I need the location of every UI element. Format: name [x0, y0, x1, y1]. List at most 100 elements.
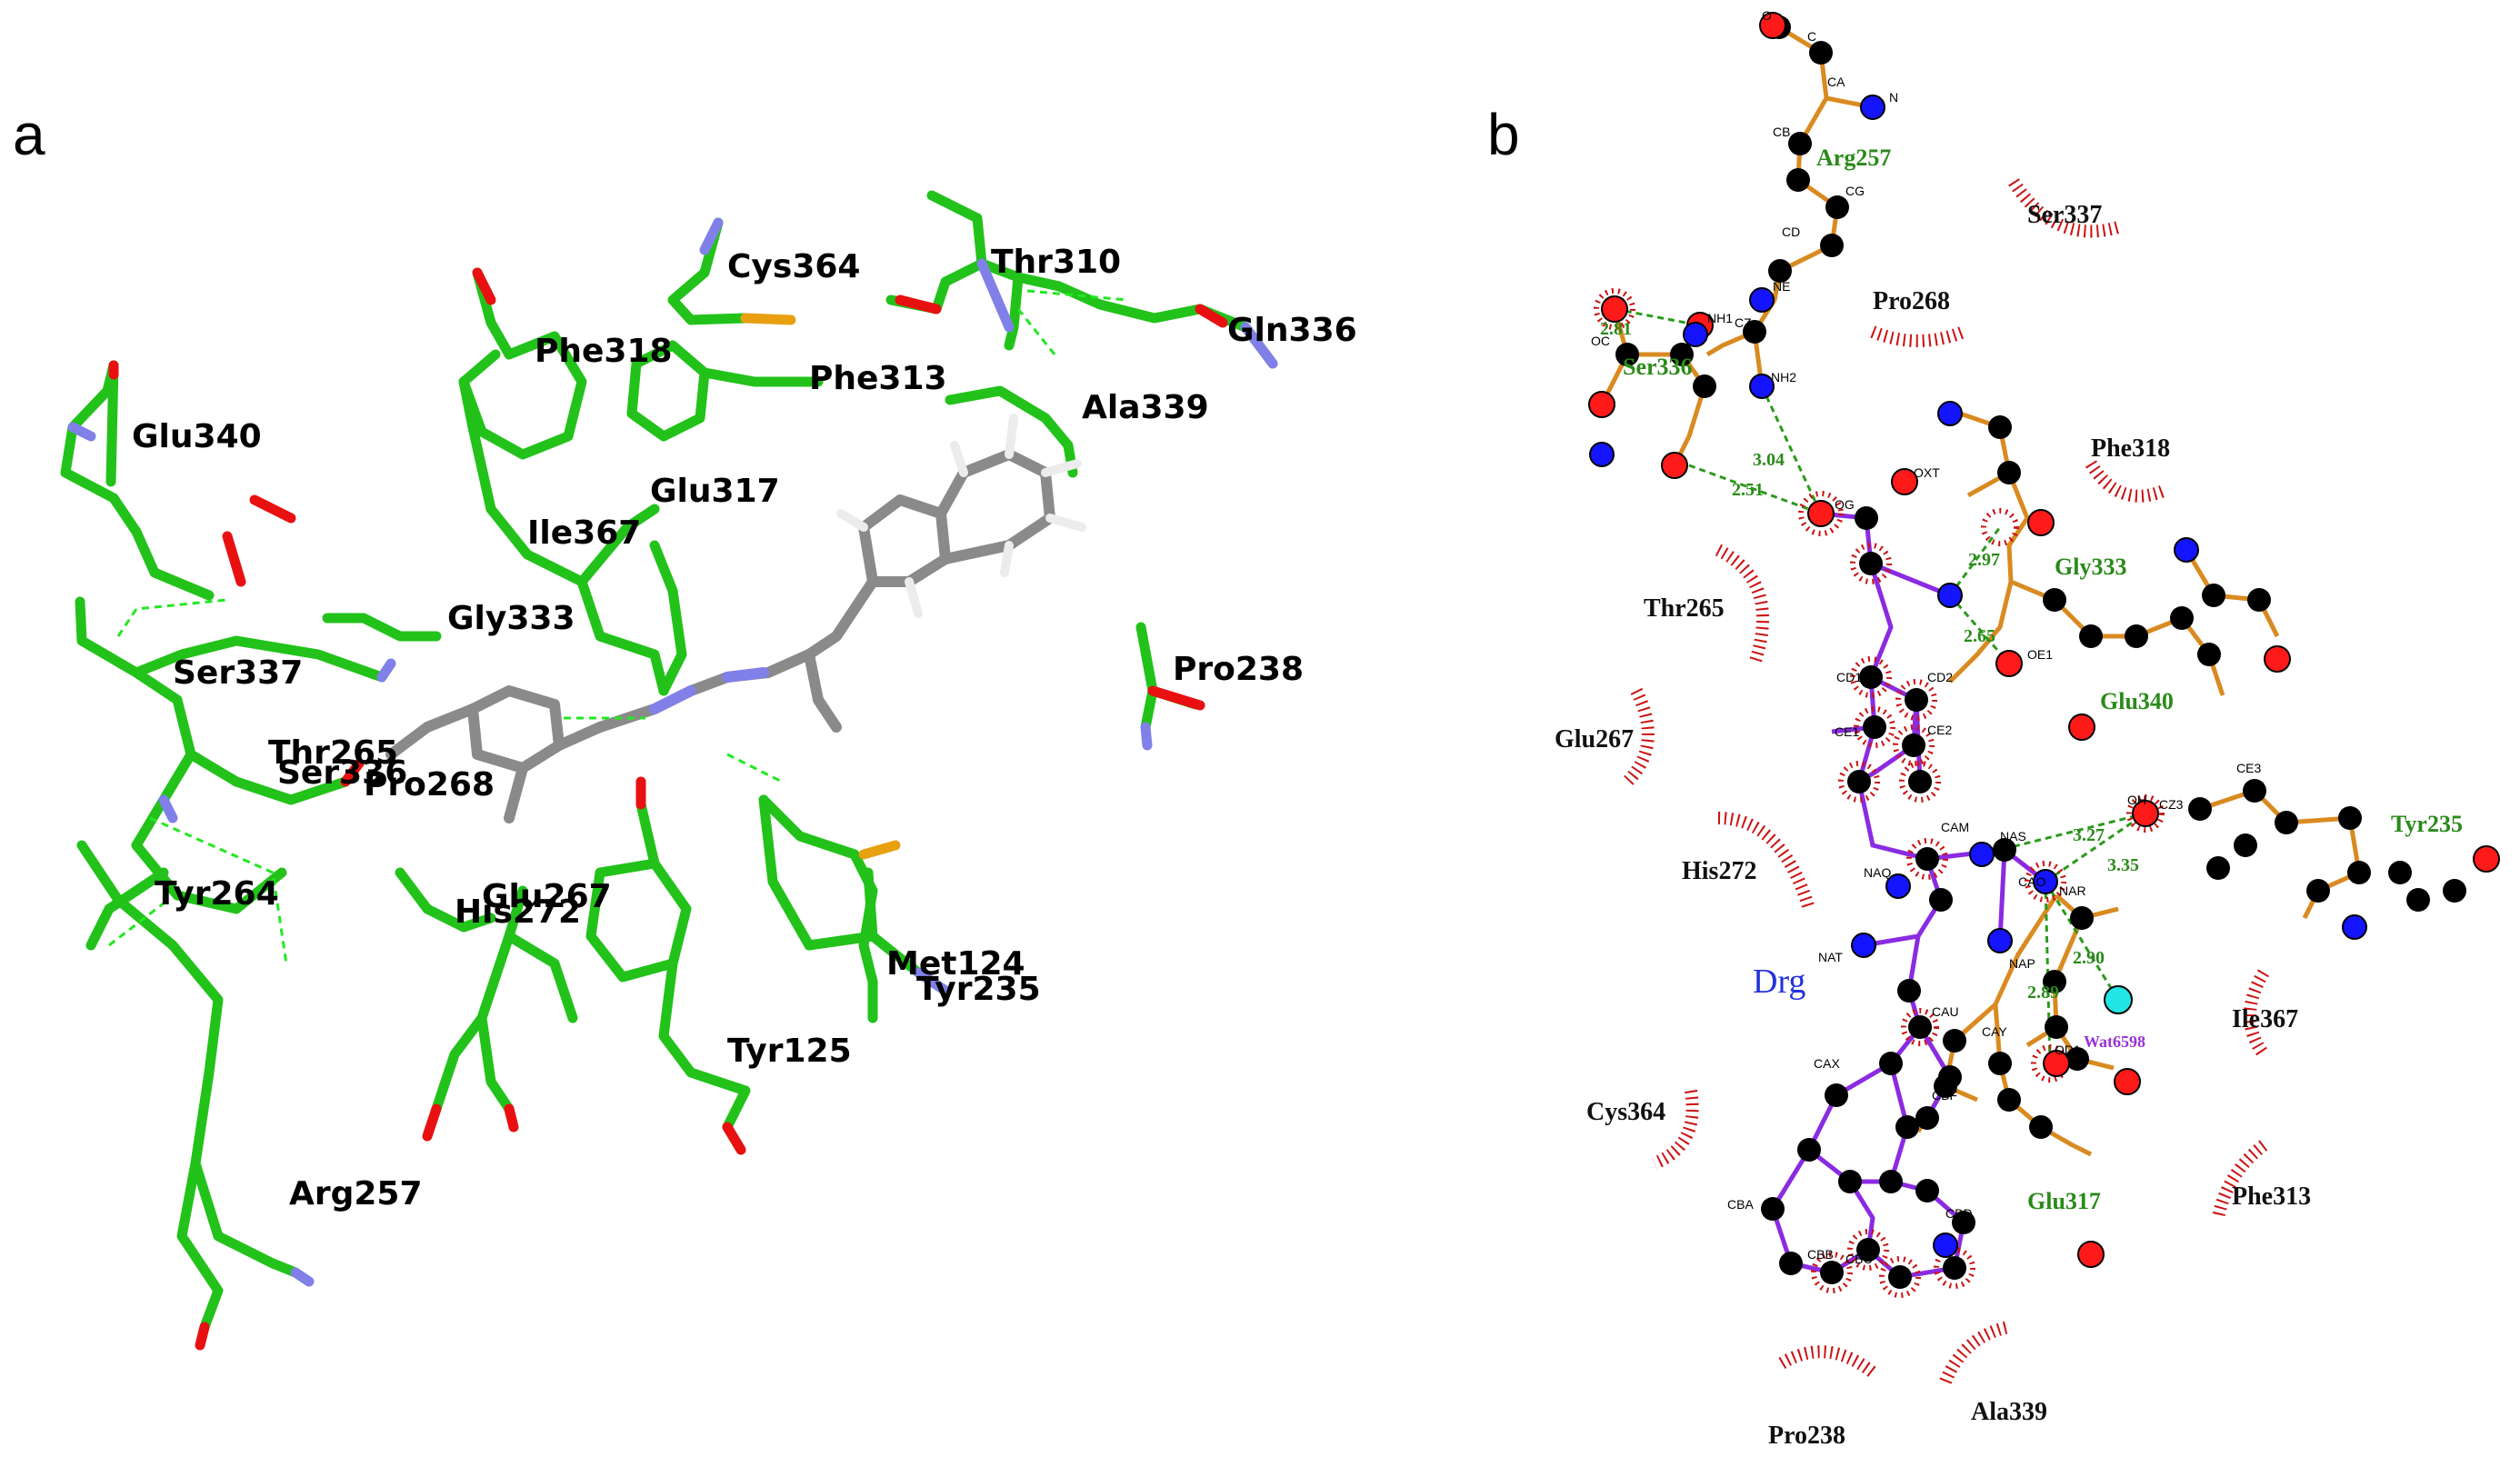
label-a-pro238: Pro238: [1173, 651, 1304, 688]
label-a-pro268: Pro268: [364, 766, 495, 803]
ligand-nitrogen-a: [649, 667, 769, 714]
dist-2-65: 2.65: [1964, 626, 1995, 646]
label-a-his272: His272: [455, 893, 581, 931]
label-b-phe313: Phe313: [2232, 1183, 2311, 1211]
label-a-ser336: Ser336: [277, 754, 407, 792]
panel-a-letter: a: [13, 102, 45, 167]
atom-label-cbc: CBC: [1845, 1252, 1873, 1266]
atom-label-ce2: CE2: [1927, 723, 1952, 737]
dist-2-81: 2.81: [1600, 319, 1632, 339]
label-a-glu267: Glu267: [482, 878, 612, 915]
label-b-his272: His272: [1682, 857, 1756, 885]
atom-label-od1: OD1: [2055, 1043, 2081, 1057]
label-a-ser337: Ser337: [173, 654, 303, 692]
label-b-ile367: Ile367: [2232, 1005, 2298, 1033]
atom-label-cba: CBA: [1727, 1197, 1754, 1212]
atom-label-cbf: CBF: [1932, 1088, 1957, 1103]
label-a-cys364: Cys364: [727, 248, 860, 285]
label-a-arg257: Arg257: [289, 1175, 423, 1213]
hydrophobic-arcs: [1594, 178, 2270, 1384]
label-b-arg257: Arg257: [1816, 145, 1891, 171]
hbond-dashes-a: [108, 289, 1128, 964]
water-name: Wat6598: [2084, 1033, 2145, 1051]
residue-sticks: [60, 190, 1278, 1332]
atom-label-nat: NAT: [1818, 950, 1843, 964]
hydrophobic-residue-labels: Ser337 Pro268 Phe318 Thr265 Glu267 His27…: [1555, 201, 2311, 1450]
atom-label-cau: CAU: [1932, 1004, 1959, 1019]
hbond-residue-labels: Arg257 Ser336 Gly333 Glu340 Tyr235 Glu31…: [1623, 145, 2463, 1214]
dist-3-35: 3.35: [2107, 855, 2139, 875]
atom-label-n1: N: [1889, 90, 1898, 105]
dist-2-90: 2.90: [2073, 948, 2105, 968]
panel-a-stick-model: a: [13, 102, 1357, 1351]
atom-label-nh1: NH1: [1707, 311, 1733, 325]
residue-bonds-b: [1599, 25, 2362, 1157]
atom-label-ce3: CE3: [2236, 761, 2261, 775]
atom-label-nar: NAR: [2059, 883, 2086, 898]
label-b-cys364: Cys364: [1586, 1098, 1665, 1126]
atom-label-ce1: CE1: [1835, 724, 1859, 739]
atom-label-cg1: CG: [1845, 184, 1865, 198]
atom-label-cam: CAM: [1941, 820, 1969, 834]
water-molecule: [2104, 985, 2133, 1014]
dist-2-97: 2.97: [1968, 550, 2000, 570]
atom-label-cao: CAO: [2018, 874, 2045, 889]
atom-label-nas: NAS: [2000, 829, 2026, 843]
label-a-thr310: Thr310: [991, 244, 1121, 281]
oxygen-atoms: [1588, 12, 2500, 1268]
atom-label-cz3: CZ3: [2159, 797, 2184, 812]
nitrogen-atoms: [1589, 95, 2367, 1258]
label-b-ala339: Ala339: [1971, 1398, 2047, 1426]
label-b-glu317: Glu317: [2027, 1188, 2101, 1214]
dist-3-04: 3.04: [1753, 450, 1785, 470]
label-a-tyr125: Tyr125: [727, 1033, 852, 1070]
atom-label-cd1b: CD1: [1836, 670, 1862, 684]
atom-label-cz: CZ: [1735, 315, 1752, 330]
label-a-phe318: Phe318: [535, 333, 673, 370]
label-a-gly333: Gly333: [447, 600, 575, 637]
dist-3-27: 3.27: [2073, 825, 2105, 845]
atom-labels: O C CA N CB CG CD NE CZ NH1 NH2 OG OC OX…: [1591, 8, 2261, 1266]
label-b-thr265: Thr265: [1644, 594, 1725, 623]
label-a-ile367: Ile367: [527, 514, 641, 552]
label-a-tyr235: Tyr235: [916, 971, 1041, 1008]
residue-labels-a: Cys364 Thr310 Gln336 Phe318 Phe313 Ala33…: [132, 244, 1357, 1213]
label-a-phe313: Phe313: [809, 360, 947, 397]
ligand-name: Drg: [1753, 963, 1805, 1001]
label-b-glu267: Glu267: [1555, 725, 1634, 753]
atom-label-naq: NAQ: [1864, 865, 1891, 880]
atom-label-nh2: NH2: [1771, 370, 1796, 384]
atom-label-cbd: CBD: [1945, 1206, 1973, 1221]
label-b-ser337: Ser337: [2027, 201, 2102, 229]
atom-label-ca1: CA: [1827, 75, 1845, 89]
atom-label-oc: OC: [1591, 334, 1610, 348]
label-b-pro268: Pro268: [1873, 287, 1950, 315]
atom-label-c1: C: [1807, 29, 1816, 44]
label-a-glu317: Glu317: [650, 473, 780, 510]
ligand-hydrogens-a: [836, 414, 1086, 618]
atom-label-og: OG: [1835, 497, 1855, 512]
label-b-phe318: Phe318: [2091, 434, 2170, 463]
label-a-met124: Met124: [886, 945, 1025, 983]
atom-label-cb1: CB: [1773, 125, 1790, 139]
label-a-glu340: Glu340: [132, 418, 262, 455]
atom-label-cd1: CD: [1782, 225, 1800, 239]
panel-b-letter: b: [1487, 102, 1520, 167]
atom-label-nap: NAP: [2009, 956, 2035, 971]
atom-label-oxt: OXT: [1914, 465, 1940, 480]
atom-label-o1: O: [1762, 8, 1772, 23]
atom-label-cbb: CBB: [1807, 1247, 1834, 1262]
panel-b-ligplot: b: [1487, 8, 2500, 1450]
hbond-distances: 2.81 3.04 2.51 2.97 2.65 3.27 3.35 2.90 …: [1600, 319, 2139, 1003]
dist-2-51: 2.51: [1732, 480, 1764, 500]
atom-label-cax: CAX: [1814, 1056, 1840, 1071]
label-b-pro238: Pro238: [1768, 1422, 1845, 1450]
carbon-atoms: [1615, 15, 2466, 1289]
atom-label-oe1: OE1: [2027, 647, 2053, 662]
label-a-tyr264: Tyr264: [155, 875, 279, 913]
label-a-ala339: Ala339: [1082, 389, 1209, 426]
dist-2-89: 2.89: [2027, 983, 2059, 1003]
label-a-gln336: Gln336: [1227, 312, 1357, 349]
